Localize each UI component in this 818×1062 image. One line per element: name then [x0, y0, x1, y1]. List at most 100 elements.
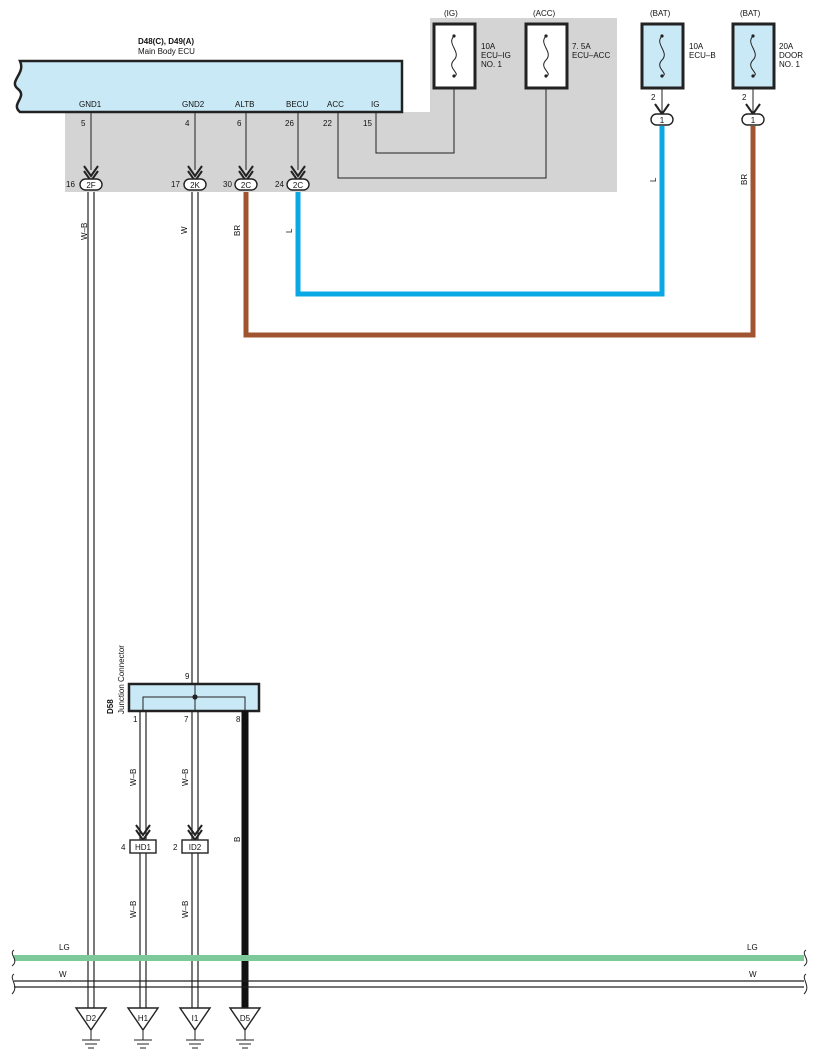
fuse-ig-source: (IG): [444, 9, 458, 18]
bus-w-label-right: W: [749, 970, 757, 979]
fuse-ig-dot-bottom: [452, 74, 456, 78]
fuse-door-dot-top: [751, 34, 755, 38]
fuse-acc-dot-top: [544, 34, 548, 38]
fuse-acc-source: (ACC): [533, 9, 556, 18]
wire-label-j1: W–B: [129, 769, 138, 786]
ecu-codes: D48(C), D49(A): [138, 37, 194, 46]
fuse-door-rating: 20A: [779, 42, 794, 51]
pin-gnd2: 4: [185, 119, 190, 128]
terminal-altb-label: ALTB: [235, 100, 254, 109]
conn-hd1-pin: 4: [121, 843, 126, 852]
fuse-ecub-element: [659, 35, 665, 77]
bus-w-label-left: W: [59, 970, 67, 979]
ecu-gray-area: [65, 18, 617, 192]
conn-ecub-code: 1: [660, 116, 665, 125]
wire-label-altb: BR: [233, 225, 242, 236]
fuse-ig-dot-top: [452, 34, 456, 38]
terminal-acc-label: ACC: [327, 100, 344, 109]
fuse-door-source: (BAT): [740, 9, 761, 18]
ground-d2: D2: [74, 1007, 108, 1049]
fuse-ig-line2: NO. 1: [481, 60, 502, 69]
conn-hd1-code: HD1: [135, 843, 152, 852]
fuse-door-box: [731, 22, 776, 90]
fuse-door-pin: 2: [742, 93, 747, 102]
conn-2c-altb-code: 2C: [241, 181, 251, 190]
connector-2c-becu: 24 2C: [275, 165, 310, 191]
wire-label-door: BR: [740, 174, 749, 185]
fuse-ecub-dot-top: [660, 34, 664, 38]
wire-label-gnd1: W–B: [80, 223, 89, 240]
ground-h1: H1: [126, 1007, 160, 1049]
wire-acc-internal: [337, 80, 547, 179]
ground-d5-label: D5: [240, 1014, 251, 1023]
wire-j7: [191, 711, 199, 1008]
bus-lg-label-left: LG: [59, 943, 70, 952]
wire-label-j8: B: [233, 837, 242, 842]
ground-d5: D5: [228, 1007, 262, 1049]
fuse-door-element: [750, 35, 756, 77]
conn-2f-pin: 16: [66, 180, 75, 189]
bus-lg-label-right: LG: [747, 943, 758, 952]
wire-gnd2: [191, 192, 199, 684]
conn-id2-pin: 2: [173, 843, 178, 852]
fuse-door-line1: DOOR: [779, 51, 803, 60]
junction-pin-in: 9: [185, 672, 190, 681]
fuse-acc-element: [543, 35, 549, 77]
pin-gnd1: 5: [81, 119, 86, 128]
wire-ig-internal: [375, 80, 455, 154]
terminal-ig-label: IG: [371, 100, 379, 109]
connector-door-1: 1: [741, 103, 765, 126]
main-body-ecu: D48(C), D49(A) Main Body ECU GND1 GND2 A…: [13, 37, 404, 114]
fuse-ecub-source: (BAT): [650, 9, 671, 18]
ground-i1-label: I1: [192, 1014, 199, 1023]
junction-connector-d58: D58 Junction Connector 9 1 7 8: [106, 645, 261, 724]
fuse-acc-rating: 7. 5A: [572, 42, 591, 51]
pin-ig: 15: [363, 119, 372, 128]
conn-2c-becu-pin: 24: [275, 180, 284, 189]
junction-pin7: 7: [184, 715, 189, 724]
connector-2k: 17 2K: [171, 165, 207, 191]
terminal-becu-label: BECU: [286, 100, 308, 109]
junction-pin8: 8: [236, 715, 241, 724]
conn-door-code: 1: [751, 116, 756, 125]
pin-becu: 26: [285, 119, 294, 128]
fuse-ecub-line1: ECU–B: [689, 51, 716, 60]
wire-label-hd1-out: W–B: [129, 901, 138, 918]
wire-label-ecub: L: [649, 177, 658, 182]
terminal-gnd1-label: GND1: [79, 100, 102, 109]
ecu-name: Main Body ECU: [138, 47, 195, 56]
conn-2c-altb-pin: 30: [223, 180, 232, 189]
fuse-door-no1: (BAT) 20A DOOR NO. 1 2: [731, 9, 803, 113]
wire-j1: [139, 711, 147, 1008]
terminal-gnd2-label: GND2: [182, 100, 205, 109]
fuse-door-dot-bottom: [751, 74, 755, 78]
connector-2f: 16 2F: [66, 165, 103, 191]
junction-code: D58: [106, 699, 115, 714]
junction-label: Junction Connector: [117, 645, 126, 714]
wire-becu-blue: [295, 126, 665, 297]
pin-acc: 22: [323, 119, 332, 128]
wire-label-id2-out: W–B: [181, 901, 190, 918]
wire-gnd1: [87, 192, 95, 1008]
connector-id2: ID2 2: [173, 824, 209, 854]
fuse-ecu-ig: (IG) 10A ECU–IG NO. 1: [432, 9, 511, 90]
connector-hd1: HD1 4: [121, 824, 157, 854]
wire-label-j7: W–B: [181, 769, 190, 786]
connector-2c-altb: 30 2C: [223, 165, 258, 191]
junction-node: [192, 694, 198, 700]
junction-pin1: 1: [133, 715, 138, 724]
ground-d2-label: D2: [86, 1014, 97, 1023]
ecu-body: [13, 59, 404, 114]
fuse-ig-element: [451, 35, 457, 77]
wire-label-becu: L: [285, 228, 294, 233]
fuse-ig-rating: 10A: [481, 42, 496, 51]
wire-label-gnd2: W: [180, 226, 189, 234]
conn-2c-becu-code: 2C: [293, 181, 303, 190]
bus-lg: LG LG: [11, 943, 808, 967]
fuse-ecu-b: (BAT) 10A ECU–B 2: [640, 9, 716, 113]
conn-2k-pin: 17: [171, 180, 180, 189]
fuse-ecub-pin: 2: [651, 93, 656, 102]
wire-altb-brown: [243, 126, 756, 338]
fuse-door-line2: NO. 1: [779, 60, 800, 69]
